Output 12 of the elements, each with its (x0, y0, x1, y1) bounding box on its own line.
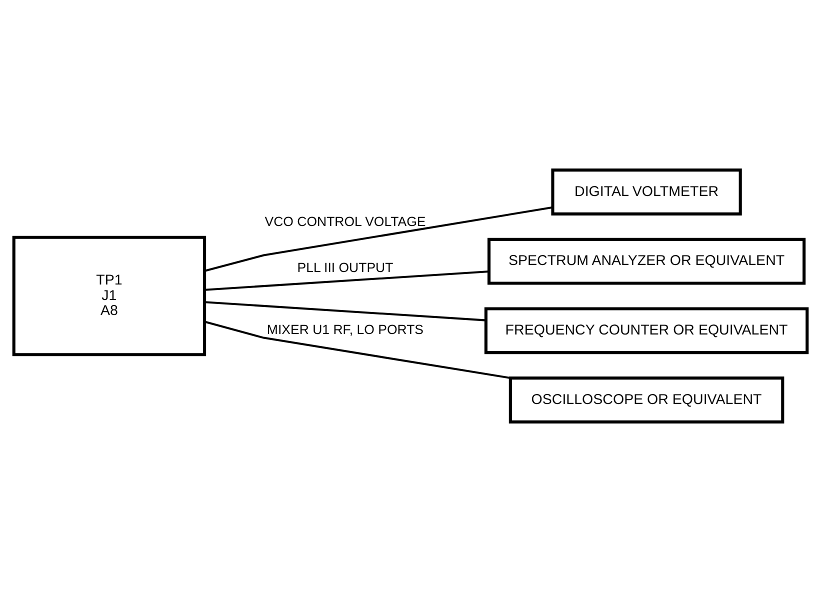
node-box: OSCILLOSCOPE OR EQUIVALENT (508, 376, 784, 423)
connector (204, 300, 486, 321)
node-box: DIGITAL VOLTMETER (550, 168, 742, 215)
node-box: FREQUENCY COUNTER OR EQUIVALENT (484, 306, 808, 354)
connector (204, 270, 488, 290)
node-box: SPECTRUM ANALYZER OR EQUIVALENT (486, 237, 806, 284)
edge-label: MIXER U1 RF, LO PORTS (266, 322, 424, 337)
node-box: TP1 J1 A8 (12, 235, 206, 356)
edge-label: VCO CONTROL VOLTAGE (264, 214, 426, 229)
edge-label: PLL III OUTPUT (296, 259, 393, 274)
connector (204, 320, 511, 379)
connector (204, 206, 552, 272)
